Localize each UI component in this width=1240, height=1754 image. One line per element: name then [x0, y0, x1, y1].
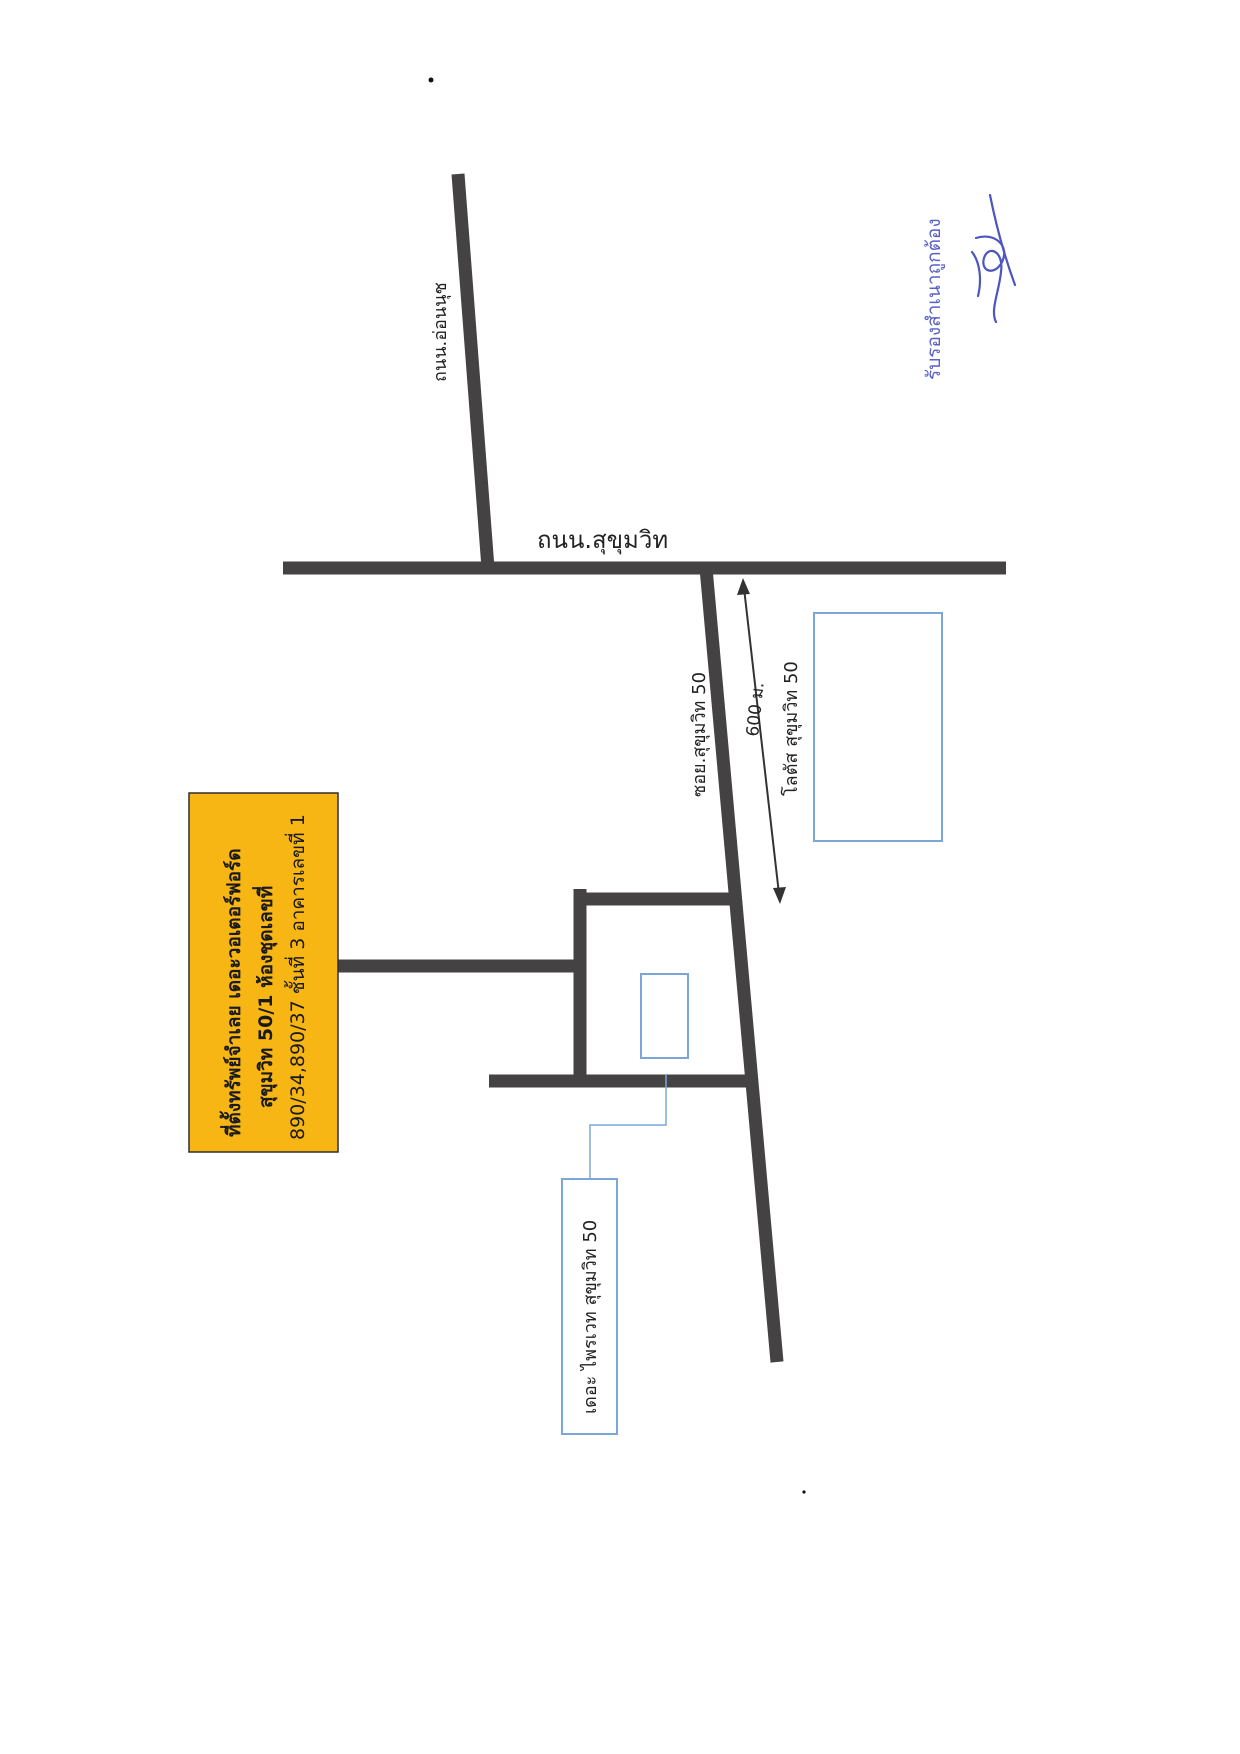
property-location-box: [188, 792, 339, 1153]
road-soi-sukhumvit-50: [699, 567, 784, 1363]
property-line-3: 890/34,890/37 ชั้นที่ 3 อาคารเลขที่ 1: [284, 814, 309, 1140]
property-line-1: ที่ตั้งทรัพย์จำเลย เดอะวอเตอร์ฟอร์ด: [219, 848, 245, 1137]
label-lotus: โลตัส สุขุมวิท 50: [780, 661, 802, 796]
label-sukhumvit-road: ถนน.สุขุมวิท: [537, 526, 668, 555]
connector-line: [589, 1074, 667, 1182]
distance-arrow: [737, 578, 786, 904]
scan-speck: [428, 77, 434, 83]
the-private-building: [640, 973, 689, 1059]
lotus-building: [813, 612, 943, 842]
label-distance: 600 ม.: [743, 681, 769, 737]
property-line-2: สุขุมวิท 50/1 ห้องชุดเลขที่: [252, 886, 278, 1108]
signature: [970, 193, 1017, 324]
label-soi-sukhumvit-50: ซอย.สุขุมวิท 50: [689, 672, 710, 797]
certification-text: รับรองสำเนาถูกต้อง: [923, 218, 945, 380]
the-private-label-box: [561, 1178, 618, 1435]
label-the-private: เดอะ ไพรเวท สุขุมวิท 50: [579, 1220, 601, 1414]
label-on-nut-road: ถนน.อ่อนนุช: [430, 282, 451, 382]
scan-speck: [802, 1490, 806, 1494]
road-on-nut: [451, 173, 495, 569]
